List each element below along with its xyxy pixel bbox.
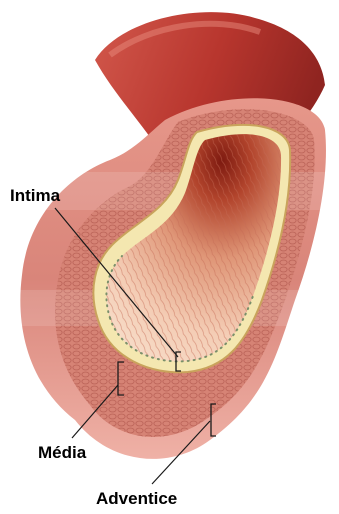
intima-label: Intima xyxy=(10,187,60,204)
adventice-label: Adventice xyxy=(96,490,177,507)
media-label: Média xyxy=(38,444,86,461)
